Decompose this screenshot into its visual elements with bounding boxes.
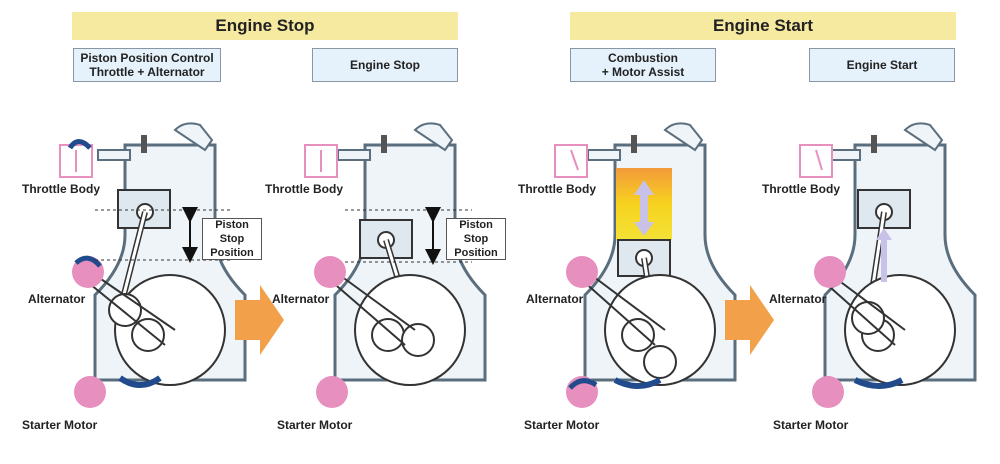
piston-stop-position-note-2: Piston Stop Position: [446, 218, 506, 260]
throttle-body-label-4: Throttle Body: [762, 182, 840, 196]
throttle-body-label-3: Throttle Body: [518, 182, 596, 196]
alternator-label-3: Alternator: [526, 292, 584, 306]
throttle-body-3-icon: [554, 144, 588, 178]
starter-rotate-arrow-icon: [568, 378, 598, 390]
starter-motor-label-4: Starter Motor: [773, 418, 849, 432]
engine-1: [84, 122, 247, 386]
throttle-body-label-1: Throttle Body: [22, 182, 100, 196]
throttle-body-label-2: Throttle Body: [265, 182, 343, 196]
engine-2: [329, 122, 487, 386]
starter-motor-label-3: Starter Motor: [524, 418, 600, 432]
transition-arrow-2-icon: [725, 285, 774, 355]
piston-position-control-box: Piston Position Control Throttle + Alter…: [73, 48, 221, 82]
combustion-box: Combustion + Motor Assist: [570, 48, 716, 82]
alternator-2-icon: [314, 256, 346, 288]
expansion-arrow-icon: [634, 180, 654, 236]
throttle-body-4-icon: [799, 144, 833, 178]
engine-3: [581, 122, 737, 386]
upward-arrow-icon: [876, 228, 892, 282]
starter-motor-label-2: Starter Motor: [277, 418, 353, 432]
engine-start-banner: Engine Start: [570, 12, 956, 40]
crank-rotate-arrow-4-icon: [853, 377, 904, 389]
engine-stop-box: Engine Stop: [312, 48, 458, 82]
engine-start-box: Engine Start: [809, 48, 955, 82]
starter-motor-4-icon: [812, 376, 844, 408]
engine-stop-banner: Engine Stop: [72, 12, 458, 40]
crank-rotate-arrow-1-icon: [118, 375, 162, 388]
starter-motor-2-icon: [316, 376, 348, 408]
alternator-4-icon: [814, 256, 846, 288]
starter-motor-label-1: Starter Motor: [22, 418, 98, 432]
engine-4: [821, 122, 977, 386]
starter-motor-1-icon: [74, 376, 106, 408]
alternator-3-icon: [566, 256, 598, 288]
alternator-label-4: Alternator: [769, 292, 827, 306]
piston-stop-position-note-1: Piston Stop Position: [202, 218, 262, 260]
alternator-rotate-arrow-icon: [74, 255, 102, 268]
alternator-label-2: Alternator: [272, 292, 330, 306]
transition-arrow-1-icon: [235, 285, 284, 355]
crank-rotate-arrow-3-icon: [613, 377, 662, 389]
throttle-rotate-arrow-icon: [67, 139, 92, 150]
alternator-label-1: Alternator: [28, 292, 86, 306]
